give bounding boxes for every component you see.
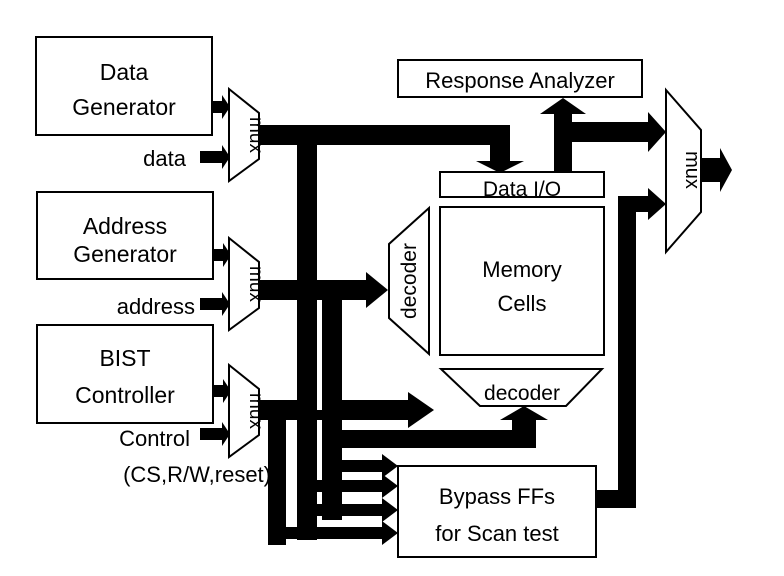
address-mux: mux	[228, 235, 266, 332]
arrow-addrgen-to-mux	[213, 243, 231, 267]
bist-controller-block: BIST Controller	[36, 324, 214, 424]
row-decoder: decoder	[388, 205, 430, 357]
control-input-label: Control	[119, 426, 190, 451]
arrow-bypass-4	[268, 521, 398, 545]
col-address-bus	[342, 430, 532, 448]
memory-cells-block: Memory Cells	[439, 206, 605, 356]
data-input-label: data	[143, 146, 187, 171]
memory-cells-label-2: Cells	[498, 291, 547, 316]
data-generator-label-2: Generator	[72, 94, 176, 120]
arrow-control-to-mux	[200, 422, 230, 446]
control-detail-label: (CS,R/W,reset)	[123, 462, 271, 487]
signal-buses	[258, 98, 732, 545]
arrow-bypass-to-mux	[618, 188, 666, 220]
data-io-block: Data I/O	[439, 171, 605, 201]
bypass-ffs-block: Bypass FFs for Scan test	[397, 465, 597, 558]
response-analyzer-block: Response Analyzer	[397, 59, 643, 98]
data-generator-label-1: Data	[100, 59, 149, 85]
bist-controller-label-1: BIST	[99, 345, 150, 371]
column-decoder: decoder	[438, 368, 605, 407]
column-decoder-label: decoder	[484, 382, 560, 405]
arrow-mux-output	[700, 148, 732, 192]
arrow-bypass-3	[297, 498, 398, 522]
arrow-bypass-2	[317, 474, 398, 498]
arrow-to-row-decoder	[366, 272, 388, 308]
data-generator-block: Data Generator	[35, 36, 213, 136]
bist-controller-label-2: Controller	[75, 382, 175, 408]
address-generator-block: Address Generator	[36, 191, 214, 280]
row-decoder-label: decoder	[398, 243, 421, 319]
data-bus-horizontal	[258, 125, 510, 145]
memory-cells-label-1: Memory	[482, 257, 561, 282]
bypass-ffs-label-1: Bypass FFs	[439, 484, 555, 509]
arrow-datagen-to-mux	[212, 95, 230, 119]
address-bus-horizontal	[258, 280, 370, 300]
control-mux: mux	[228, 362, 266, 459]
arrow-control-out	[408, 392, 434, 428]
data-mux: mux	[228, 86, 266, 183]
arrow-bist-to-mux	[213, 379, 231, 403]
arrow-address-to-mux	[200, 292, 230, 316]
control-mux-label: mux	[245, 393, 266, 429]
arrow-to-data-io	[476, 125, 524, 173]
data-io-label: Data I/O	[483, 178, 561, 201]
address-generator-label-1: Address	[83, 213, 167, 239]
mux-input-arrows	[200, 95, 231, 446]
response-analyzer-label: Response Analyzer	[425, 68, 615, 93]
arrow-to-col-decoder	[500, 406, 548, 448]
address-input-label: address	[117, 294, 195, 319]
control-bus-vertical-1	[268, 410, 286, 545]
address-generator-label-2: Generator	[73, 241, 177, 267]
bypass-out-vertical	[618, 196, 636, 508]
output-mux: mux	[665, 87, 703, 255]
arrow-data-to-right-mux	[572, 112, 666, 152]
control-bus-horizontal	[258, 400, 410, 420]
bypass-ffs-label-2: for Scan test	[435, 521, 559, 546]
data-bus-vertical	[297, 125, 317, 540]
address-mux-label: mux	[245, 266, 266, 302]
arrow-to-response-analyzer	[540, 98, 586, 172]
data-mux-label: mux	[245, 117, 266, 153]
arrow-data-to-mux	[200, 145, 230, 169]
arrow-bypass-1	[342, 454, 398, 478]
output-mux-label: mux	[681, 151, 703, 189]
